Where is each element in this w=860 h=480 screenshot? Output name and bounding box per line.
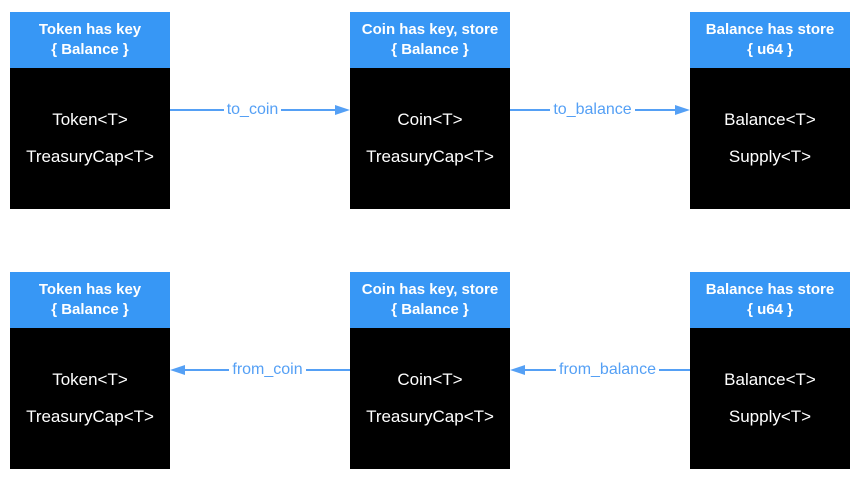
arrow-label: from_coin bbox=[232, 361, 303, 378]
box-title-line1: Coin has key, store bbox=[361, 281, 499, 298]
arrowhead-right-icon bbox=[335, 105, 350, 115]
box-title-line2: { Balance } bbox=[391, 301, 469, 318]
arrowhead-left-icon bbox=[510, 365, 525, 375]
box-header: Token has key { Balance } bbox=[10, 12, 170, 68]
struct-item: Token<T> bbox=[52, 110, 128, 129]
arrow-label: to_coin bbox=[226, 101, 279, 118]
arrow-line bbox=[305, 369, 350, 371]
arrow-label: from_balance bbox=[559, 361, 656, 378]
arrow-line bbox=[510, 109, 551, 111]
struct-item: Supply<T> bbox=[728, 147, 812, 166]
balance-box-row1: Balance has store { u64 } Balance<T> Sup… bbox=[690, 12, 850, 209]
struct-item: TreasuryCap<T> bbox=[366, 407, 494, 426]
box-header: Balance has store { u64 } bbox=[690, 12, 850, 68]
box-title-line1: Balance has store bbox=[705, 281, 835, 298]
box-body: Coin<T> TreasuryCap<T> bbox=[350, 328, 510, 469]
arrow-line bbox=[170, 109, 224, 111]
coin-box-row2: Coin has key, store { Balance } Coin<T> … bbox=[350, 272, 510, 469]
box-header: Token has key { Balance } bbox=[10, 272, 170, 328]
struct-item: Balance<T> bbox=[724, 110, 816, 129]
struct-item: Coin<T> bbox=[397, 370, 463, 389]
arrowhead-left-icon bbox=[170, 365, 185, 375]
box-header: Coin has key, store { Balance } bbox=[350, 12, 510, 68]
arrow-line bbox=[525, 369, 557, 371]
box-header: Balance has store { u64 } bbox=[690, 272, 850, 328]
arrow-from-coin: from_coin bbox=[170, 359, 350, 381]
arrow-line bbox=[658, 369, 691, 371]
arrow-line bbox=[185, 369, 230, 371]
box-title-line1: Token has key bbox=[38, 281, 142, 298]
box-title-line2: { Balance } bbox=[51, 301, 129, 318]
box-header: Coin has key, store { Balance } bbox=[350, 272, 510, 328]
box-title-line1: Token has key bbox=[38, 21, 142, 38]
box-title-line2: { Balance } bbox=[51, 41, 129, 58]
box-title-line1: Coin has key, store bbox=[361, 21, 499, 38]
struct-item: Token<T> bbox=[52, 370, 128, 389]
arrow-line bbox=[634, 109, 676, 111]
struct-item: Supply<T> bbox=[728, 407, 812, 426]
struct-item: Balance<T> bbox=[724, 370, 816, 389]
box-title-line2: { u64 } bbox=[747, 301, 793, 318]
arrow-to-coin: to_coin bbox=[170, 99, 350, 121]
arrow-from-balance: from_balance bbox=[510, 359, 691, 381]
box-body: Token<T> TreasuryCap<T> bbox=[10, 328, 170, 469]
struct-item: TreasuryCap<T> bbox=[26, 407, 154, 426]
box-body: Token<T> TreasuryCap<T> bbox=[10, 68, 170, 209]
struct-item: TreasuryCap<T> bbox=[26, 147, 154, 166]
box-title-line2: { Balance } bbox=[391, 41, 469, 58]
box-body: Balance<T> Supply<T> bbox=[690, 328, 850, 469]
box-body: Balance<T> Supply<T> bbox=[690, 68, 850, 209]
token-box-row2: Token has key { Balance } Token<T> Treas… bbox=[10, 272, 170, 469]
arrow-to-balance: to_balance bbox=[510, 99, 691, 121]
box-title-line1: Balance has store bbox=[705, 21, 835, 38]
token-box-row1: Token has key { Balance } Token<T> Treas… bbox=[10, 12, 170, 209]
arrowhead-right-icon bbox=[675, 105, 691, 115]
struct-item: TreasuryCap<T> bbox=[366, 147, 494, 166]
box-body: Coin<T> TreasuryCap<T> bbox=[350, 68, 510, 209]
struct-item: Coin<T> bbox=[397, 110, 463, 129]
box-title-line2: { u64 } bbox=[747, 41, 793, 58]
coin-box-row1: Coin has key, store { Balance } Coin<T> … bbox=[350, 12, 510, 209]
arrow-line bbox=[281, 109, 335, 111]
balance-box-row2: Balance has store { u64 } Balance<T> Sup… bbox=[690, 272, 850, 469]
arrow-label: to_balance bbox=[553, 101, 632, 118]
